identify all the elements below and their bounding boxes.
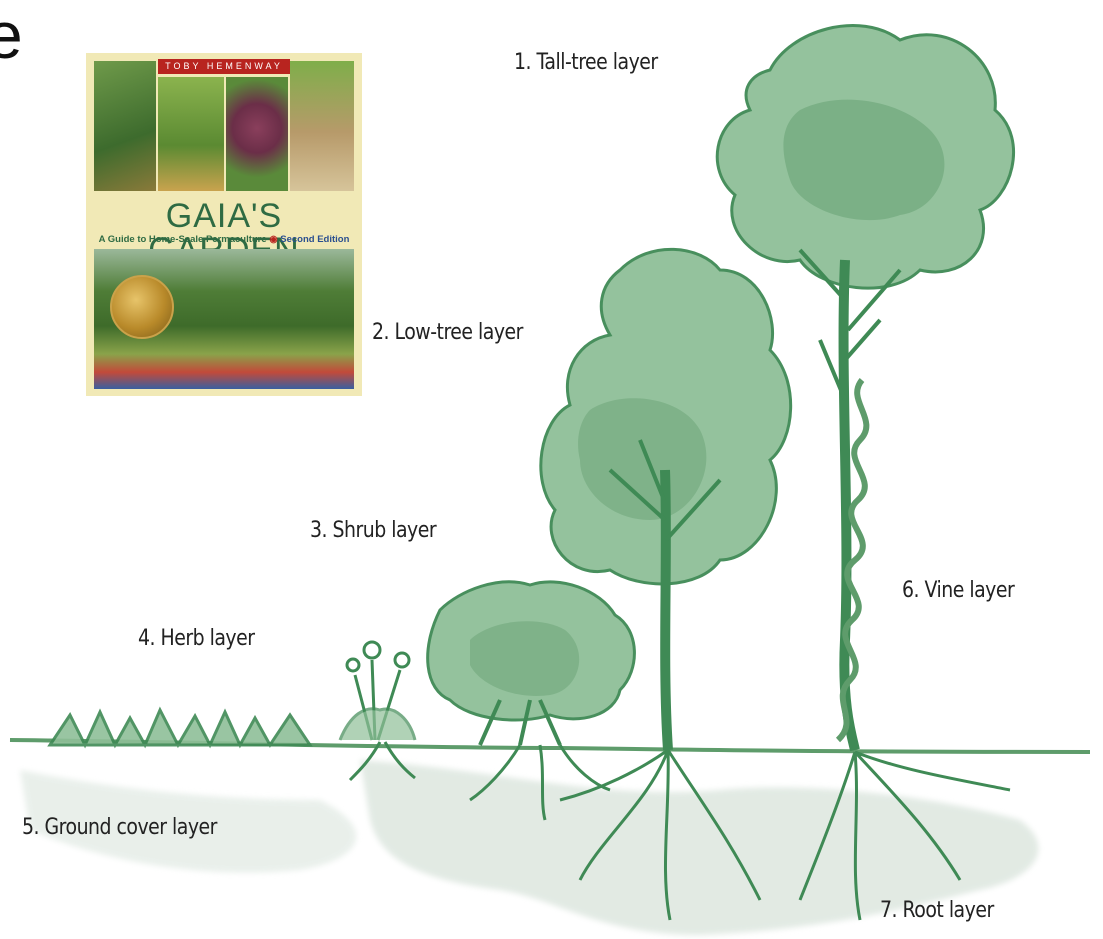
label-low-tree-layer: 2. Low-tree layer [372,320,523,345]
book-cover: TOBY HEMENWAY GAIA'S GARDEN A Guide to H… [86,53,362,396]
shrub [428,582,635,745]
label-root-layer: 7. Root layer [880,898,994,923]
book-edition: Second Edition [280,234,349,245]
book-subtitle: A Guide to Home-Scale Permaculture [99,234,267,245]
label-herb-layer: 4. Herb layer [138,626,255,651]
book-subtitle-separator: ◉ [269,234,277,245]
label-shrub-layer: 3. Shrub layer [310,518,436,543]
book-photo-garden [94,61,156,191]
label-ground-cover-layer: 5. Ground cover layer [22,815,217,840]
book-photo-fruit [226,77,288,191]
label-tall-tree-layer: 1. Tall-tree layer [514,50,658,75]
book-author: TOBY HEMENWAY [158,59,290,74]
ground-cover [50,710,310,745]
book-photo-harvest [290,61,354,191]
label-vine-layer: 6. Vine layer [902,578,1014,603]
award-seal-icon [110,275,174,339]
book-photo-citrus [158,77,224,191]
book-subtitle-line: A Guide to Home-Scale Permaculture ◉ Sec… [86,234,362,245]
herb [340,642,415,740]
